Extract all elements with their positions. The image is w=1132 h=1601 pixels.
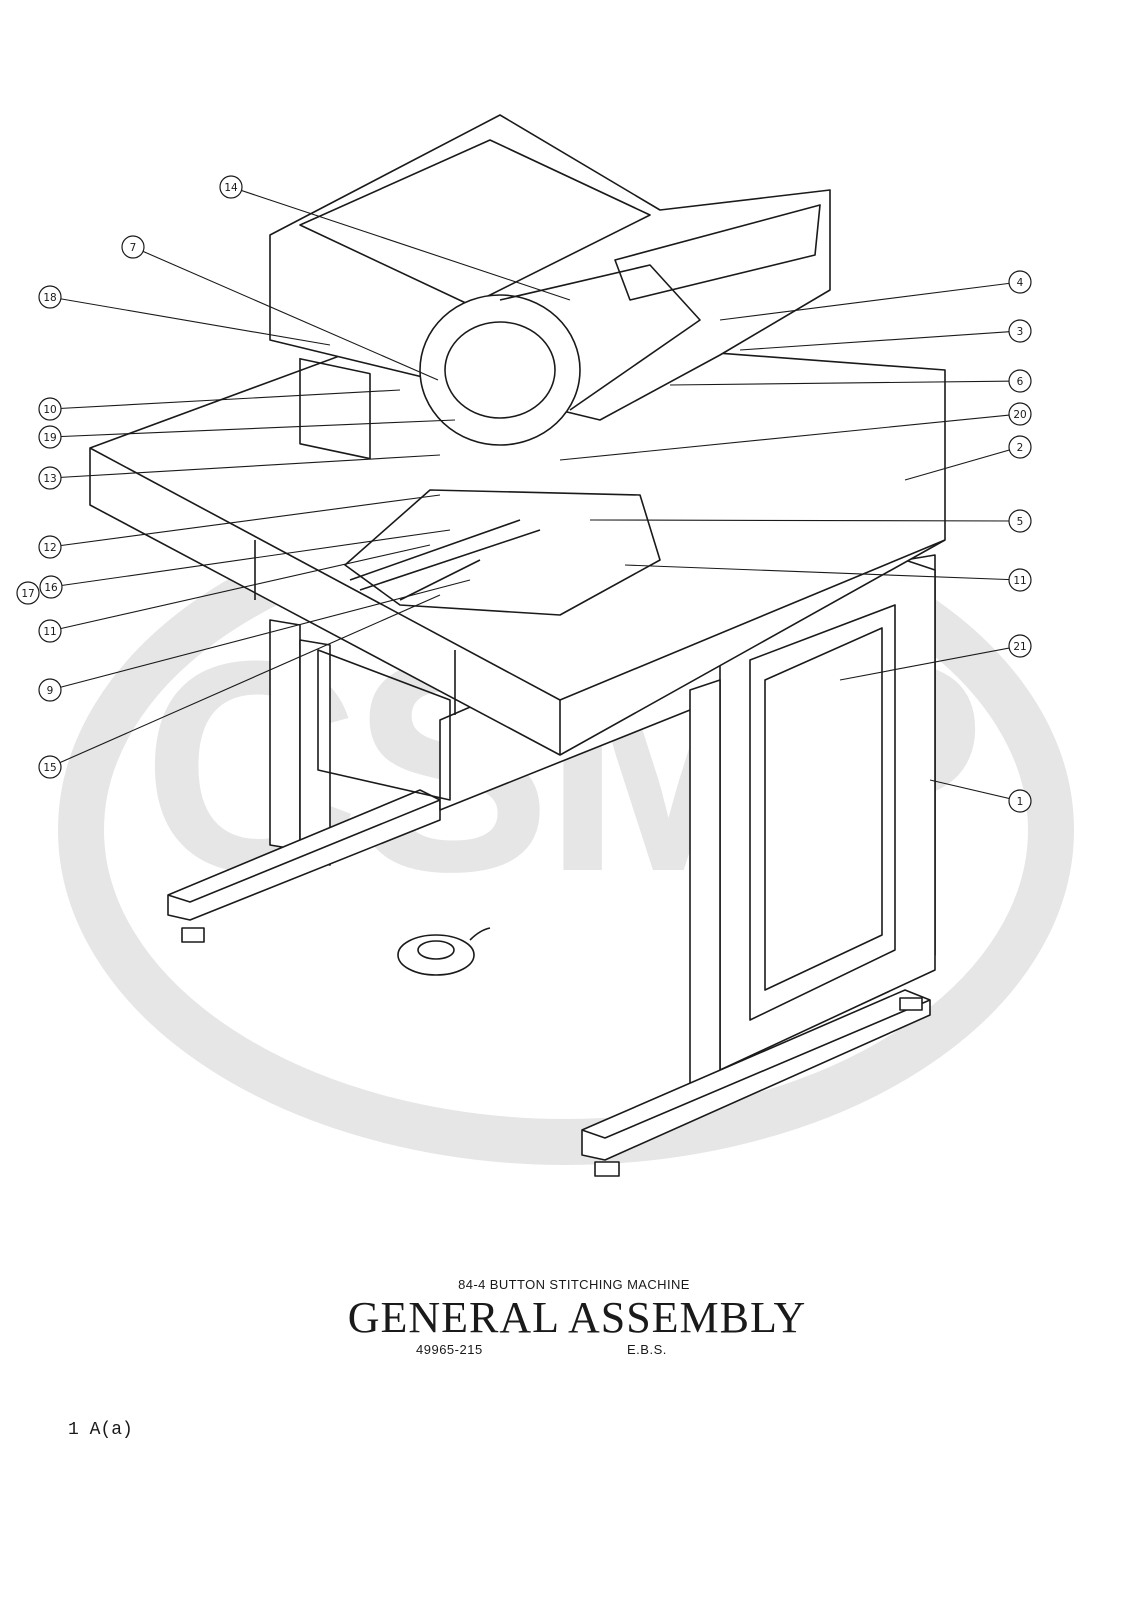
callout-5: 5 [1008, 509, 1032, 533]
machine-base [269, 114, 831, 421]
leader-16 [50, 529, 451, 588]
leader-11-left [49, 544, 431, 632]
leader-6 [669, 380, 1021, 386]
callout-16: 16 [39, 575, 63, 599]
svg-text:3: 3 [1017, 326, 1024, 338]
rear-left-leg [269, 619, 301, 851]
svg-text:16: 16 [44, 582, 58, 594]
control-panel [299, 357, 371, 460]
leader-4 [719, 281, 1021, 321]
left-foot-pad [181, 927, 205, 943]
leader-18 [49, 296, 331, 346]
leader-1 [929, 779, 1021, 802]
machine-illustration [89, 114, 946, 1177]
part-number: 49965-215 [416, 1342, 483, 1357]
leader-2 [904, 446, 1021, 481]
callout-14: 14 [219, 175, 243, 199]
leader-15 [49, 594, 441, 768]
svg-text:6: 6 [1017, 376, 1024, 388]
svg-text:13: 13 [43, 473, 56, 485]
leader-20 [559, 413, 1021, 461]
svg-text:14: 14 [224, 182, 238, 194]
leader-9 [49, 579, 471, 691]
callout-17: 17 [16, 581, 40, 605]
leader-14 [230, 186, 571, 301]
leader-19 [49, 419, 456, 438]
drawing-subtitle: 84-4 BUTTON STITCHING MACHINE [458, 1277, 690, 1292]
callout-1: 1 [1008, 789, 1032, 813]
right-foot-pad [594, 1161, 620, 1177]
leader-13 [49, 454, 441, 479]
callout-21: 21 [1008, 634, 1032, 658]
leader-7 [132, 246, 439, 381]
leader-5 [589, 519, 1021, 522]
callout-12: 12 [38, 535, 62, 559]
svg-text:11: 11 [43, 626, 56, 638]
callout-9: 9 [38, 678, 62, 702]
drawing-code: E.B.S. [627, 1342, 667, 1357]
leader-11-right [624, 564, 1021, 581]
callouts: 14 7 18 10 19 13 12 16 17 11 9 15 4 3 6 … [16, 175, 1032, 813]
callout-15: 15 [38, 755, 62, 779]
callout-13: 13 [38, 466, 62, 490]
callout-3: 3 [1008, 319, 1032, 343]
callout-2: 2 [1008, 435, 1032, 459]
leader-12 [49, 494, 441, 548]
callout-4: 4 [1008, 270, 1032, 294]
callout-7: 7 [121, 235, 145, 259]
callout-18: 18 [38, 285, 62, 309]
work-area [344, 489, 661, 616]
svg-text:11: 11 [1013, 575, 1026, 587]
front-left-leg [299, 639, 331, 866]
front-right-leg [689, 679, 721, 1101]
svg-text:15: 15 [43, 762, 56, 774]
svg-text:17: 17 [21, 588, 34, 600]
head-cylinder [419, 294, 581, 446]
callout-11-right: 11 [1008, 568, 1032, 592]
svg-text:5: 5 [1017, 516, 1024, 528]
svg-text:4: 4 [1017, 277, 1024, 289]
head-top-panel [299, 139, 651, 306]
callout-19: 19 [38, 425, 62, 449]
right-foot [581, 989, 931, 1161]
callout-11-left: 11 [38, 619, 62, 643]
svg-text:7: 7 [130, 242, 137, 254]
svg-text:10: 10 [43, 404, 56, 416]
drawing-title: GENERAL ASSEMBLY [347, 1293, 807, 1342]
callout-10: 10 [38, 397, 62, 421]
svg-text:2: 2 [1017, 442, 1024, 454]
callout-20: 20 [1008, 402, 1032, 426]
leader-10 [49, 389, 401, 410]
leader-21 [839, 645, 1021, 681]
callout-6: 6 [1008, 369, 1032, 393]
svg-text:19: 19 [43, 432, 56, 444]
svg-text:1: 1 [1017, 796, 1024, 808]
leader-3 [739, 330, 1021, 351]
svg-text:18: 18 [43, 292, 56, 304]
foot-pedal [397, 934, 475, 976]
leader-lines [49, 186, 1021, 802]
svg-text:20: 20 [1013, 409, 1026, 421]
svg-text:12: 12 [43, 542, 56, 554]
svg-text:9: 9 [47, 685, 54, 697]
svg-text:21: 21 [1013, 641, 1026, 653]
page-reference: 1 A(a) [68, 1420, 133, 1440]
cabinet-door [749, 604, 896, 1021]
